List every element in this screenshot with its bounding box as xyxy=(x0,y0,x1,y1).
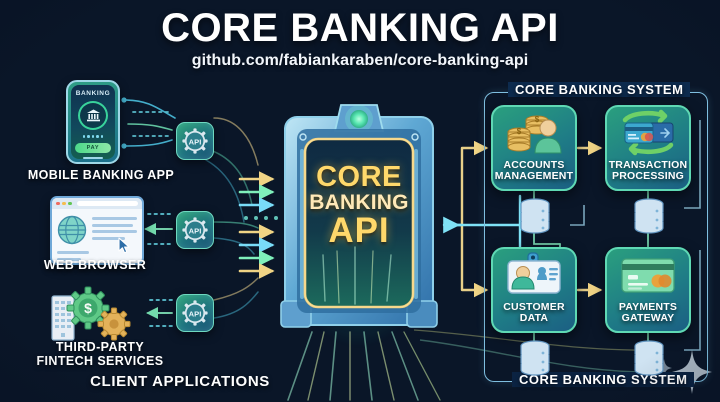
svg-text:API: API xyxy=(189,309,202,318)
client-applications-section-label: CLIENT APPLICATIONS xyxy=(90,373,270,390)
gear-dollar-icon: $ xyxy=(51,286,131,341)
gear-api-icon: API xyxy=(182,217,208,243)
database-transaction-processing xyxy=(632,198,666,234)
phone-home-indicator xyxy=(83,157,103,159)
database-accounts-management xyxy=(518,198,552,234)
browser-content xyxy=(52,209,142,251)
browser-url-bar[interactable] xyxy=(77,201,138,206)
phone-screen-title: BANKING xyxy=(75,90,111,97)
mouse-cursor-icon xyxy=(118,237,131,254)
mobile-banking-app-label: MOBILE BANKING APP xyxy=(27,168,175,182)
browser-text-lines xyxy=(92,215,137,245)
web-browser-window[interactable] xyxy=(50,196,144,265)
browser-close-dot[interactable] xyxy=(56,201,60,206)
page-subtitle: github.com/fabiankaraben/core-banking-ap… xyxy=(191,52,529,69)
third-party-fintech-label: THIRD-PARTY FINTECH SERVICES xyxy=(36,340,164,368)
card-customer-data[interactable]: CUSTOMER DATA xyxy=(491,247,577,333)
gateway-label-line1: CORE xyxy=(316,161,402,193)
database-payments-gateway xyxy=(632,340,666,376)
card-accounts-management[interactable]: $ $ ACCOUNTS MANAGEMENT xyxy=(491,105,577,191)
card-transaction-processing[interactable]: TRANSACTION PROCESSING xyxy=(605,105,691,191)
gateway-label-line2: BANKING xyxy=(309,191,409,214)
phone-progress-dots xyxy=(82,135,104,138)
core-banking-system-title-top: CORE BANKING SYSTEM xyxy=(508,82,691,97)
id-badge-icon xyxy=(493,249,575,302)
api-badge-browser[interactable]: API xyxy=(176,211,214,249)
card-label-transaction-processing: TRANSACTION PROCESSING xyxy=(608,158,688,183)
browser-bottom-lines xyxy=(52,251,142,261)
third-party-fintech-icon-group[interactable]: $ xyxy=(48,286,146,341)
gateway-label-line3: API xyxy=(328,211,390,250)
api-badge-mobile[interactable]: API xyxy=(176,122,214,160)
card-label-payments-gateway: PAYMENTS GATEWAY xyxy=(618,300,678,325)
credit-cards-cycle-icon xyxy=(607,107,689,160)
browser-title-bar xyxy=(52,198,142,209)
svg-text:$: $ xyxy=(84,300,92,316)
globe-icon xyxy=(57,215,87,245)
core-banking-system-title-bottom: CORE BANKING SYSTEM xyxy=(512,372,695,387)
browser-minimize-dot[interactable] xyxy=(62,201,66,206)
bank-building-icon xyxy=(78,101,108,130)
svg-text:$: $ xyxy=(517,127,522,136)
api-badge-fintech[interactable]: API xyxy=(176,294,214,332)
svg-text:API: API xyxy=(189,226,202,235)
svg-text:API: API xyxy=(189,137,202,146)
gear-api-icon: API xyxy=(182,128,208,154)
web-browser-label: WEB BROWSER xyxy=(43,258,147,272)
card-label-accounts-management: ACCOUNTS MANAGEMENT xyxy=(494,158,574,183)
gear-api-icon: API xyxy=(182,300,208,326)
pay-button[interactable]: PAY xyxy=(75,142,111,154)
database-customer-data xyxy=(518,340,552,376)
coins-person-icon: $ $ xyxy=(493,107,575,160)
svg-text:$: $ xyxy=(535,115,540,124)
card-label-customer-data: CUSTOMER DATA xyxy=(503,300,565,325)
mobile-banking-app-device[interactable]: BANKING PAY xyxy=(66,80,120,164)
phone-screen: BANKING PAY xyxy=(71,85,115,159)
credit-card-icon xyxy=(607,249,689,302)
card-payments-gateway[interactable]: PAYMENTS GATEWAY xyxy=(605,247,691,333)
page-title: CORE BANKING API xyxy=(161,6,559,50)
core-banking-api-gateway[interactable]: CORE BANKING API xyxy=(279,104,439,345)
browser-maximize-dot[interactable] xyxy=(68,201,72,206)
sparkle-icon-small xyxy=(656,359,672,377)
gateway-label: CORE BANKING API xyxy=(279,161,439,250)
